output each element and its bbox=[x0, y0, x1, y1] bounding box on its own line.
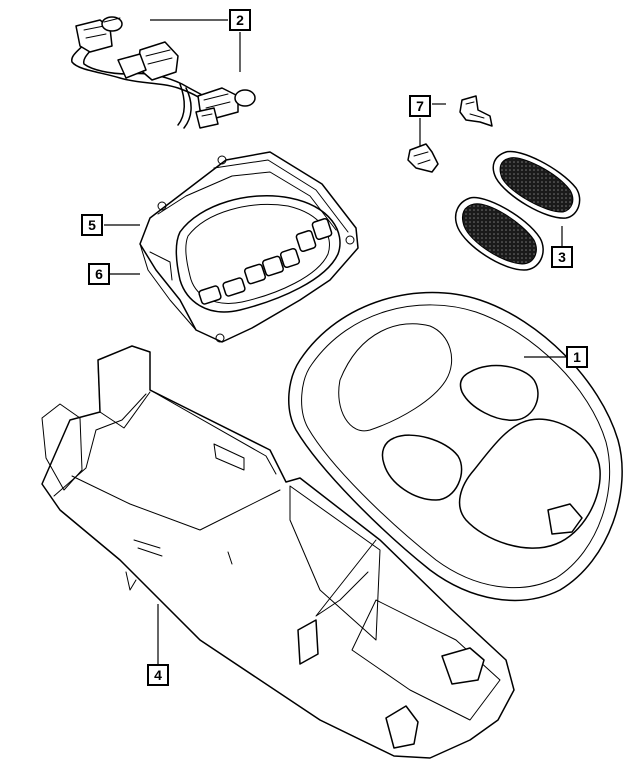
wiring-harness bbox=[71, 16, 256, 129]
console-bezel bbox=[288, 291, 623, 602]
leader-lines bbox=[104, 19, 566, 664]
callout-3: 3 bbox=[551, 246, 573, 268]
callout-1: 1 bbox=[566, 346, 588, 368]
lens-pads bbox=[454, 150, 581, 271]
callout-2: 2 bbox=[229, 9, 251, 31]
console-housing bbox=[41, 345, 515, 759]
callout-7: 7 bbox=[409, 95, 431, 117]
control-module bbox=[139, 151, 359, 343]
callout-6: 6 bbox=[88, 263, 110, 285]
callout-5: 5 bbox=[81, 214, 103, 236]
clips bbox=[407, 95, 493, 173]
callout-4: 4 bbox=[147, 664, 169, 686]
